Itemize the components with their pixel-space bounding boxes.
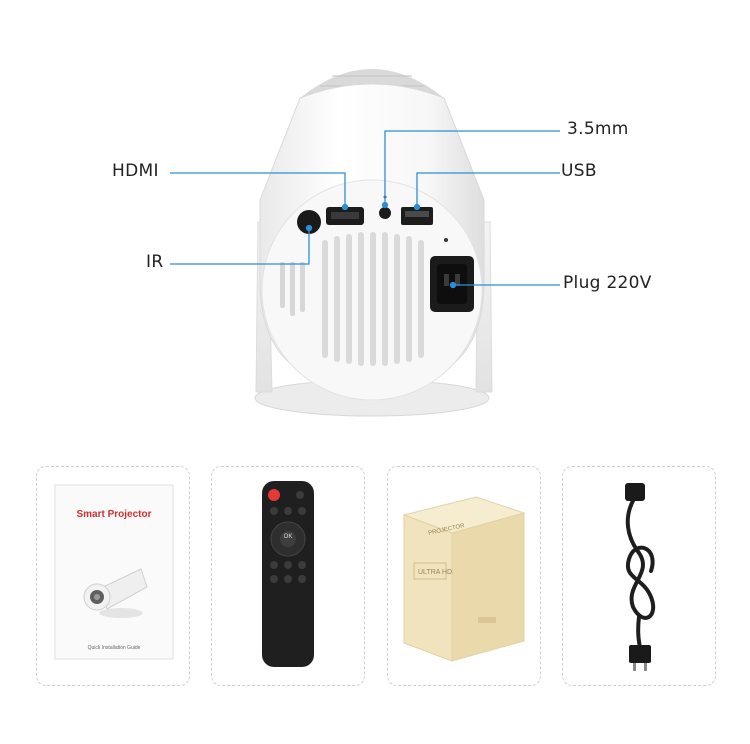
- label-usb: USB: [561, 161, 597, 181]
- accessory-card-manual: Smart Projector Quick Installation Guide: [36, 466, 190, 686]
- label-plug: Plug 220V: [563, 273, 652, 293]
- label-ir: IR: [146, 252, 164, 272]
- callout-line-ir: [170, 228, 310, 265]
- label-hdmi: HDMI: [112, 161, 159, 181]
- manual-footer: Quick Installation Guide: [87, 645, 141, 651]
- wall-plug: [629, 645, 651, 663]
- power-cable: [625, 495, 655, 655]
- accessory-card-remote: OK: [211, 466, 365, 686]
- accessory-card-power-cable: [562, 466, 716, 686]
- callout-line-usb: [416, 172, 560, 207]
- remote-ok-label: OK: [283, 534, 293, 540]
- main-vents: [322, 232, 424, 366]
- manual-booklet: [54, 484, 174, 660]
- callout-line-audio: [384, 130, 560, 205]
- box-front: [403, 514, 453, 662]
- remote-ok-button: [280, 531, 296, 547]
- label-audio: 3.5mm: [567, 119, 629, 139]
- callout-line-hdmi: [170, 172, 346, 207]
- manual-title: Smart Projector: [76, 509, 152, 520]
- ir-sensor: [297, 210, 321, 234]
- remote-power-button: [268, 489, 280, 501]
- side-vents: [280, 262, 305, 316]
- box-side: [451, 512, 525, 662]
- projector-back-view: [170, 69, 560, 417]
- appliance-connector: [625, 483, 645, 501]
- audio-jack: [379, 207, 391, 219]
- mini-projector-illustration: [83, 568, 148, 618]
- accessory-card-box: PROJECTOR ULTRA HD: [387, 466, 541, 686]
- box-front-label: ULTRA HD: [418, 569, 453, 576]
